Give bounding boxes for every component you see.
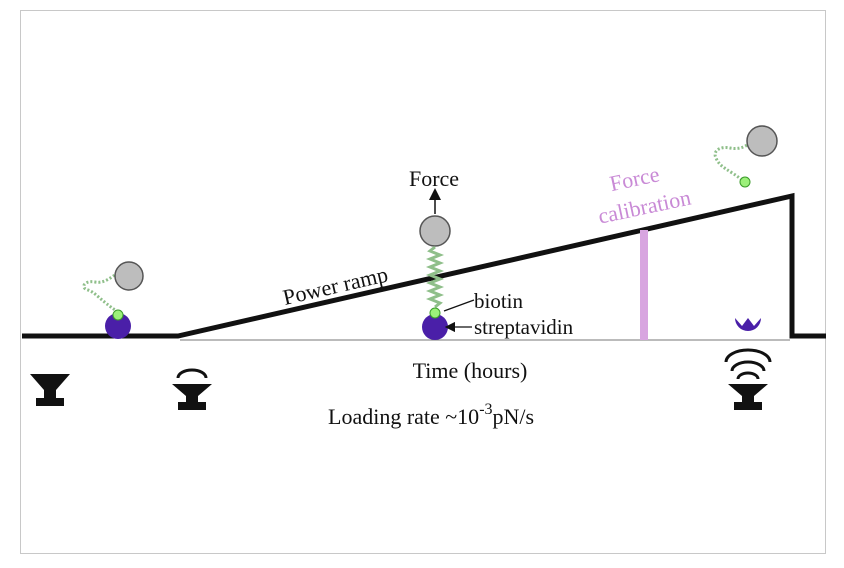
loading-rate-prefix: Loading rate ~10 [328,404,479,429]
biotin [112,309,124,321]
time-axis-label: Time (hours) [413,358,528,383]
streptavidin [105,313,131,339]
force-label: Force [409,166,459,191]
bead [419,215,451,247]
loading-rate-label: Loading rate ~10-3pN/s [328,401,534,429]
bead [746,125,778,157]
loading-rate-exponent: -3 [479,401,492,418]
speaker-off-icon [30,374,70,406]
biotin-label: biotin [474,289,524,313]
empty-streptavidin [735,318,761,331]
streptavidin-label: streptavidin [474,315,574,339]
force-calibration-label-line1: Force [607,161,661,196]
biotin-pointer [443,299,475,312]
force-calibration-bar [640,230,648,340]
tethered-bead-middle [419,188,475,340]
biotin [739,176,751,188]
biotin [429,307,441,319]
streptavidin [422,314,448,340]
ruptured-bead-right [713,125,778,331]
loading-rate-unit: pN/s [493,404,535,429]
tethered-bead-left [82,261,144,339]
speaker-low-icon [172,368,212,410]
power-ramp-trace [22,192,826,339]
speaker-high-icon [724,348,772,410]
dna-tether [82,270,121,314]
dna-tether [713,139,754,182]
bead [114,261,144,291]
stretched-dna [425,245,445,309]
